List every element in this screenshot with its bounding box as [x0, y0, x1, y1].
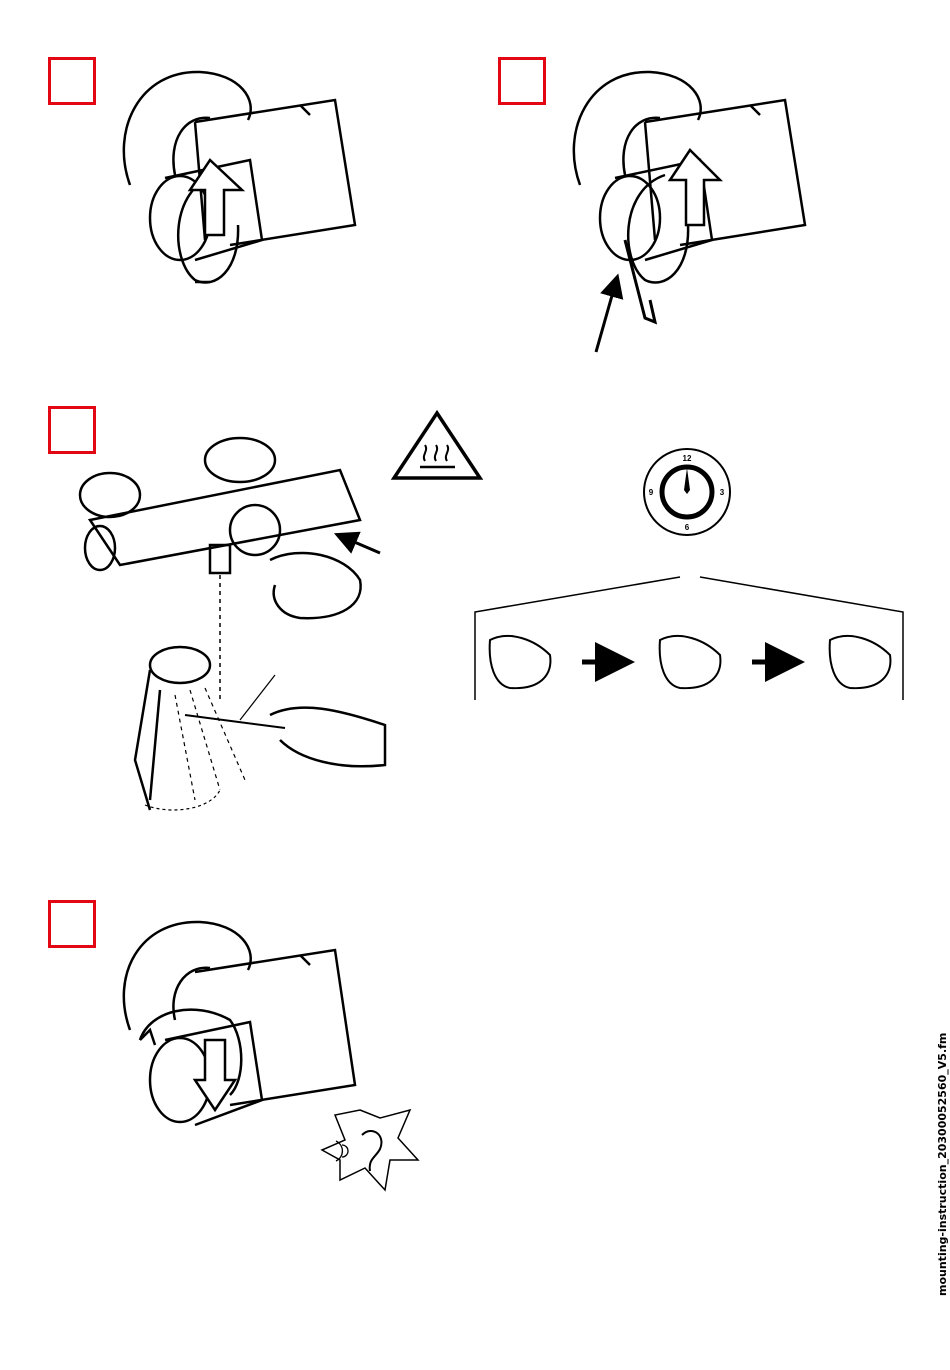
step-1-illustration — [124, 72, 355, 283]
hand-turn-sequence — [475, 577, 903, 700]
dial-label-9: 9 — [649, 488, 654, 497]
step-3-illustration — [80, 438, 385, 810]
dial-label-6: 6 — [685, 523, 690, 532]
temperature-dial-icon: 12 3 6 9 — [644, 449, 730, 535]
dial-label-3: 3 — [720, 488, 725, 497]
dial-label-12: 12 — [683, 454, 692, 463]
step-2-illustration — [574, 72, 805, 352]
ear-click-icon — [322, 1110, 418, 1190]
hot-surface-warning-icon — [394, 413, 480, 478]
file-label: mounting-instruction_20300052560_V5.fm — [936, 1033, 949, 1296]
step-4-illustration — [124, 922, 355, 1125]
